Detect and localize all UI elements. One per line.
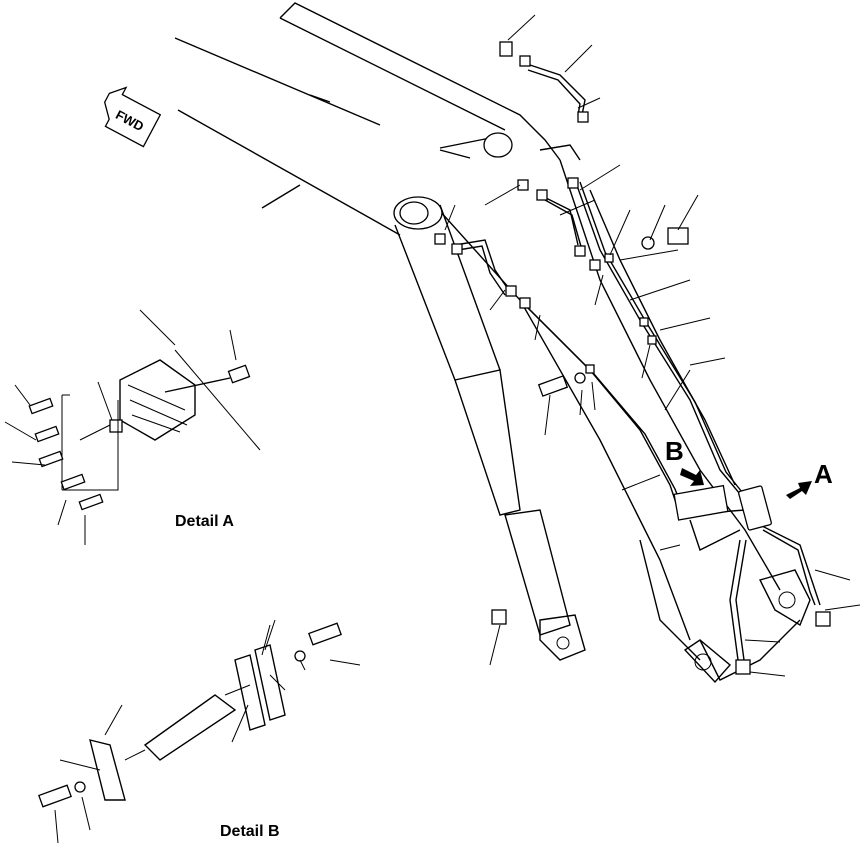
view-arrow-icon xyxy=(786,481,812,499)
detail-a-group: Detail A xyxy=(4,309,261,545)
view-marker-a: A xyxy=(786,459,833,499)
detail-a-caption: Detail A xyxy=(175,513,234,530)
detail-b-caption: Detail B xyxy=(220,823,280,840)
detail-b-group: Detail B xyxy=(38,619,361,844)
leader-lines xyxy=(444,14,861,677)
boom-body xyxy=(174,2,811,684)
marker-b-letter: B xyxy=(665,436,684,466)
marker-a-letter: A xyxy=(814,459,833,489)
fwd-arrow-icon: FWD xyxy=(103,86,162,148)
hydraulic-lines xyxy=(454,64,821,661)
boom-cylinder xyxy=(393,132,586,661)
detail-a-bolts xyxy=(28,397,104,511)
boom-fittings xyxy=(434,41,831,675)
view-arrow-icon xyxy=(680,468,704,486)
view-marker-b: B xyxy=(665,436,704,486)
